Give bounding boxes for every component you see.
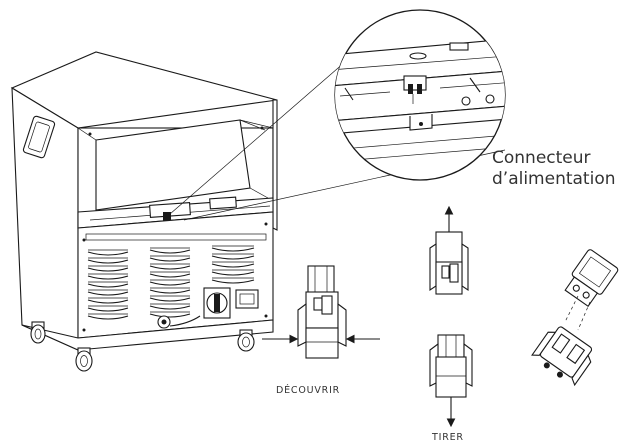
power-connector-label-line1: Connecteur bbox=[492, 148, 591, 168]
connector-uncover-figure bbox=[262, 265, 380, 359]
zoom-callout-circle bbox=[334, 9, 506, 181]
power-connector-label: Connecteur d’alimentation bbox=[492, 148, 616, 190]
caster-wheels bbox=[30, 321, 255, 372]
connector-pull-lower-figure bbox=[429, 334, 473, 428]
uncover-label: DÉCOUVRIR bbox=[276, 385, 341, 396]
power-socket bbox=[235, 289, 259, 309]
vent-louvres bbox=[87, 245, 255, 320]
pull-label: TIRER bbox=[432, 432, 464, 443]
appliance-unit bbox=[10, 51, 278, 372]
power-connector-label-line2: d’alimentation bbox=[492, 169, 616, 189]
connector-pull-upper-figure bbox=[429, 205, 469, 295]
connector-disconnected-figure bbox=[531, 249, 619, 387]
control-knob bbox=[203, 287, 231, 319]
